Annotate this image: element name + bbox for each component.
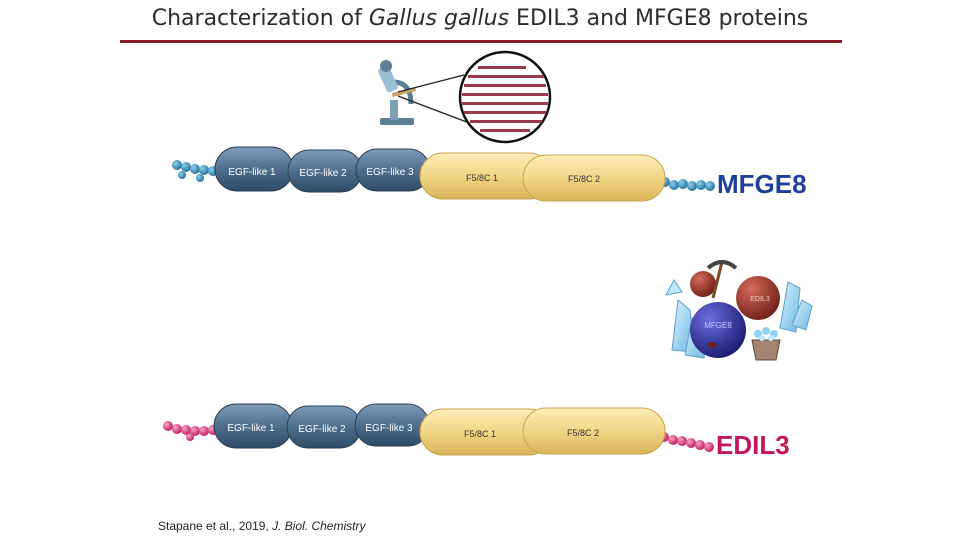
svg-text:EGF-like 2: EGF-like 2	[299, 168, 347, 179]
svg-text:EGF-like 1: EGF-like 1	[227, 423, 275, 434]
sequence-alignment-magnifier	[458, 50, 552, 144]
biomineralization-cartoon: EDIL3 MFGE8	[665, 260, 813, 361]
citation: Stapane et al., 2019, J. Biol. Chemistry	[158, 519, 366, 533]
edil3-protein-diagram: EGF-like 1 EGF-like 2 EGF-like 3 F5/8C 1…	[163, 403, 714, 456]
mfge8-n-terminal-tag	[172, 160, 218, 182]
slide-title: Characterization of Gallus gallus EDIL3 …	[151, 6, 809, 31]
edil3-domain-egf2: EGF-like 2	[286, 405, 362, 449]
svg-text:EGF-like 2: EGF-like 2	[298, 424, 346, 435]
svg-text:EGF-like 3: EGF-like 3	[365, 423, 413, 434]
microscope-icon	[378, 60, 473, 125]
svg-text:EDIL3: EDIL3	[750, 296, 770, 303]
mfge8-protein-diagram: EGF-like 1 EGF-like 2 EGF-like 3 F5/8C 1…	[172, 146, 715, 202]
svg-text:MFGE8: MFGE8	[704, 321, 732, 330]
svg-text:F5/8C 2: F5/8C 2	[568, 174, 600, 184]
svg-text:EGF-like 3: EGF-like 3	[366, 167, 414, 178]
mfge8-domain-egf2: EGF-like 2	[287, 149, 363, 193]
mfge8-domain-f58c2: F5/8C 2	[522, 154, 666, 202]
svg-text:EGF-like 1: EGF-like 1	[228, 167, 276, 178]
svg-text:F5/8C 1: F5/8C 1	[464, 429, 496, 439]
mfge8-domain-egf1: EGF-like 1	[214, 146, 294, 192]
edil3-label: EDIL3	[716, 430, 790, 460]
edil3-domain-egf3: EGF-like 3	[354, 403, 430, 447]
edil3-n-terminal-tag	[163, 421, 218, 441]
svg-text:F5/8C 1: F5/8C 1	[466, 173, 498, 183]
journal-name: J. Biol. Chemistry	[272, 519, 366, 533]
svg-text:F5/8C 2: F5/8C 2	[567, 428, 599, 438]
edil3-c-terminal-tag	[659, 432, 714, 452]
species-name: Gallus gallus	[368, 6, 510, 31]
title-underline	[120, 40, 842, 43]
edil3-domain-egf1: EGF-like 1	[213, 403, 293, 449]
mfge8-c-terminal-tag	[660, 177, 715, 191]
edil3-domain-f58c2: F5/8C 2	[522, 407, 666, 455]
mfge8-label: MFGE8	[717, 169, 807, 199]
mfge8-domain-egf3: EGF-like 3	[355, 148, 431, 192]
